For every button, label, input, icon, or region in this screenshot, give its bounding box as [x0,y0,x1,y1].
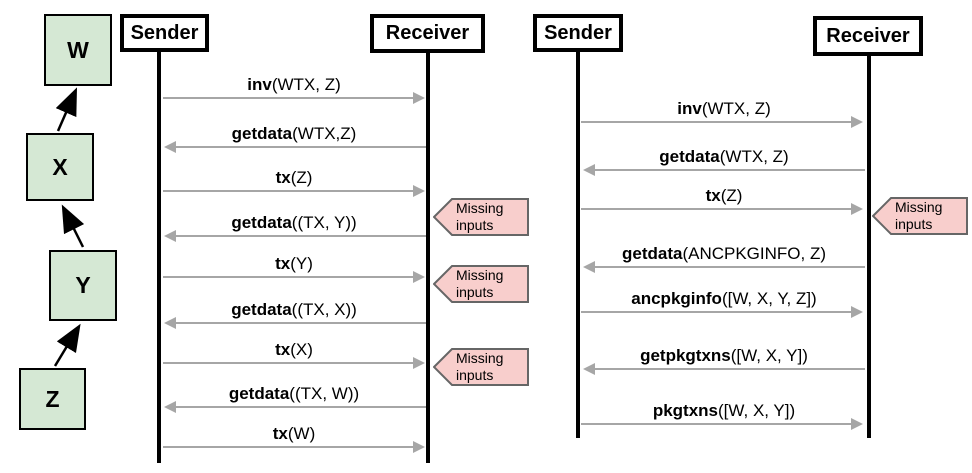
middle-sender-lifeline [157,50,161,463]
message-label: getdata((TX, Y)) [231,213,357,232]
message-arrow-right [581,116,863,128]
missing-inputs-callout: Missing inputs [433,265,529,303]
chain-node-label: X [52,153,68,180]
chain-node-x: X [26,133,94,201]
chain-node-label: Z [45,385,60,412]
message-label: ancpkginfo([W, X, Y, Z]) [631,289,817,308]
right-sender-box: Sender [533,14,623,52]
message-label: tx(Z) [705,186,743,205]
middle-receiver-lifeline [426,50,430,463]
message-arrow-left [164,317,426,329]
message-arrow-right [163,271,425,283]
missing-inputs-callout: Missing inputs [872,197,968,235]
chain-arrow-x-to-w [55,87,77,132]
chain-arrow-y-to-x [61,204,85,248]
callout-shape [433,198,529,236]
message-arrow-right [581,418,863,430]
message-arrow-left [164,141,426,153]
message-label: tx(Y) [275,254,313,273]
right-receiver-lifeline [867,54,871,438]
actor-label: Sender [130,21,199,44]
callout-shape [433,348,529,386]
message-arrow-left [164,401,426,413]
message-arrow-right [163,357,425,369]
message-label: inv(WTX, Z) [677,99,771,118]
message-arrow-left [583,164,865,176]
message-label: tx(W) [272,424,316,443]
chain-arrow-z-to-y [53,323,81,367]
message-label: getdata(ANCPKGINFO, Z) [621,244,827,263]
chain-node-w: W [44,14,112,86]
message-label: getdata((TX, W)) [228,384,360,403]
message-arrow-left [583,363,865,375]
message-label: getpkgtxns([W, X, Y]) [640,346,808,365]
actor-label: Receiver [826,24,910,47]
message-arrow-right [581,203,863,215]
message-label: tx(X) [275,340,313,359]
message-label: getdata((TX, X)) [231,300,357,319]
callout-text: Missing inputs [456,350,504,383]
callout-text: Missing inputs [895,199,943,232]
message-label: getdata(WTX,Z) [231,124,357,143]
callout-text: Missing inputs [456,267,504,300]
message-arrow-left [164,230,426,242]
chain-node-z: Z [19,368,86,430]
middle-receiver-box: Receiver [370,14,485,53]
chain-node-y: Y [49,250,117,321]
message-arrow-right [163,441,425,453]
actor-label: Receiver [385,22,470,44]
message-arrow-right [163,185,425,197]
callout-shape [872,197,968,235]
right-receiver-box: Receiver [813,16,923,56]
callout-text: Missing inputs [456,200,504,233]
message-label: getdata(WTX, Z) [659,147,789,166]
missing-inputs-callout: Missing inputs [433,348,529,386]
message-label: pkgtxns([W, X, Y]) [652,401,796,420]
message-label: inv(WTX, Z) [247,75,341,94]
callout-shape [433,265,529,303]
middle-sender-box: Sender [120,14,209,52]
right-sender-lifeline [576,50,580,438]
chain-node-label: Y [75,272,91,298]
message-label: tx(Z) [275,168,313,187]
chain-node-label: W [67,36,89,63]
actor-label: Sender [544,21,612,44]
message-arrow-right [163,92,425,104]
missing-inputs-callout: Missing inputs [433,198,529,236]
message-arrow-right [581,306,863,318]
message-arrow-left [583,261,865,273]
